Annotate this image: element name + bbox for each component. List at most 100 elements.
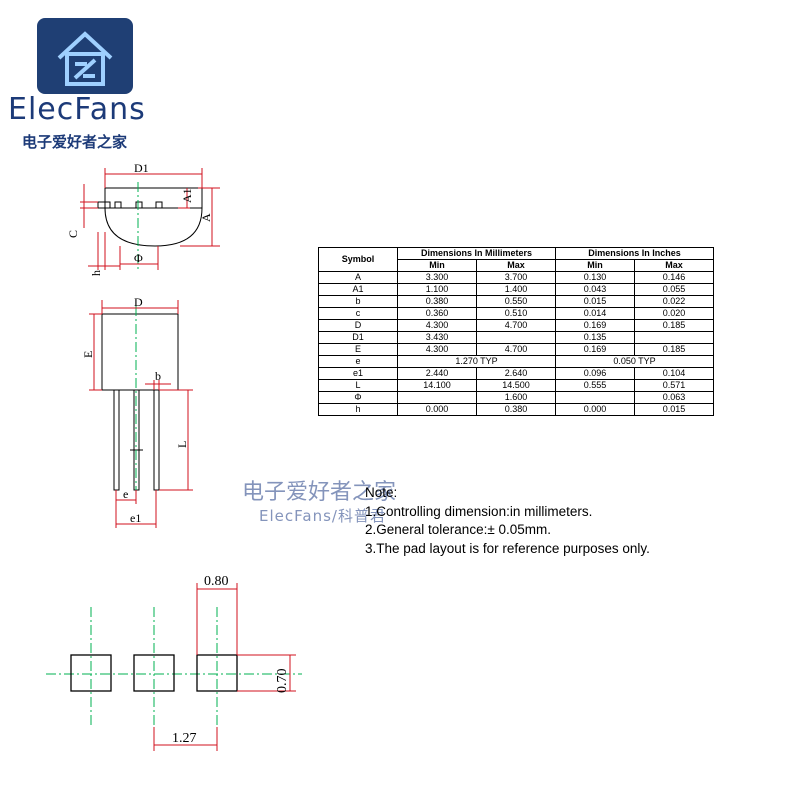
label-phi: Φ [134,251,143,265]
cell-value: 0.169 [555,343,635,356]
cell-value: 14.500 [476,379,556,392]
cell-value [555,391,635,404]
cell-value: 0.055 [634,283,714,296]
header-mm-min: Min [397,259,477,272]
watermark-chinese: 电子爱好者之家 [242,480,397,505]
header-in-max: Max [634,259,714,272]
cell-value [476,331,556,344]
label-pad-height: 0.70 [275,669,290,694]
cell-value: 4.300 [397,343,477,356]
pad-layout-drawing: 0.80 0.70 1.27 [46,574,302,751]
cell-value [397,391,477,404]
pad-1 [70,654,112,692]
label-a1: A1 [180,188,194,203]
cell-value: 0.096 [555,367,635,380]
cell-value: 0.380 [397,295,477,308]
house-icon [57,31,113,86]
cell-value: 0.555 [555,379,635,392]
cell-symbol: e [318,355,398,368]
cell-value: 1.600 [476,391,556,404]
package-body-front [101,313,179,391]
cell-value: 0.185 [634,343,714,356]
cell-value: 1.400 [476,283,556,296]
table-header-row: Symbol Dimensions In Millimeters Dimensi… [318,247,714,272]
header-inch: Dimensions In Inches [555,247,714,260]
label-d1: D1 [134,161,149,175]
logo-subtitle: 电子爱好者之家 [22,133,128,151]
label-a: A [199,213,213,222]
cell-value: 0.360 [397,307,477,320]
header-symbol: Symbol [318,247,398,272]
label-pad-width: 0.80 [204,574,229,589]
cell-value: 0.043 [555,283,635,296]
label-e: e [123,487,128,501]
header-in-min: Min [555,259,635,272]
cell-value: 2.440 [397,367,477,380]
note-item: 1.Controlling dimension:in millimeters. [365,503,593,519]
cell-value: 0.185 [634,319,714,332]
label-e1: e1 [130,511,141,525]
cell-value: 0.063 [634,391,714,404]
label-l: L [175,441,189,448]
notes-block: Note: 1.Controlling dimension:in millime… [365,484,650,558]
cell-value: 1.270 TYP [397,355,556,368]
cell-value: 3.300 [397,271,477,284]
cell-symbol: L [318,379,398,392]
cell-value: 0.014 [555,307,635,320]
cell-symbol: b [318,295,398,308]
cell-symbol: D [318,319,398,332]
cell-value [634,331,714,344]
cell-value: 0.146 [634,271,714,284]
lead-1 [113,389,120,491]
header-mm-max: Max [476,259,556,272]
cell-value: 0.510 [476,307,556,320]
cell-value: 2.640 [476,367,556,380]
cell-symbol: D1 [318,331,398,344]
cell-value: 3.700 [476,271,556,284]
package-body-side [104,187,203,247]
label-e-upper: E [81,351,95,358]
cell-value: 0.015 [555,295,635,308]
cell-value: 0.000 [397,403,477,416]
table-row: Φ 1.600 0.063 [318,391,714,404]
cell-value: 0.380 [476,403,556,416]
table-subheader-row: Min Max Min Max [319,259,714,272]
cell-symbol: e1 [318,367,398,380]
cell-value: 0.104 [634,367,714,380]
cell-value: 14.100 [397,379,477,392]
label-h: h [89,270,103,276]
watermark-english: ElecFans/科普君 [259,507,386,525]
label-c: C [66,230,80,238]
cell-value: 3.430 [397,331,477,344]
cell-value: 4.700 [476,343,556,356]
dimensions-table: Symbol Dimensions In Millimeters Dimensi… [318,247,714,416]
cell-value: 4.300 [397,319,477,332]
cell-value: 4.700 [476,319,556,332]
cell-symbol: E [318,343,398,356]
cell-value: 0.050 TYP [555,355,714,368]
cell-value: 0.022 [634,295,714,308]
label-b: b [155,369,161,383]
label-pad-pitch: 1.27 [172,731,197,746]
logo-text: ElecFans [8,92,146,127]
cell-value: 0.020 [634,307,714,320]
front-view-drawing: D E b L e e1 [81,295,193,528]
note-item: 3.The pad layout is for reference purpos… [365,540,650,556]
note-item: 2.General tolerance:± 0.05mm. [365,522,552,537]
lead-3 [153,389,160,491]
cell-symbol: Φ [318,391,398,404]
pad-3 [196,654,238,692]
cell-value: 0.130 [555,271,635,284]
cell-symbol: c [318,307,398,320]
cell-value: 0.550 [476,295,556,308]
